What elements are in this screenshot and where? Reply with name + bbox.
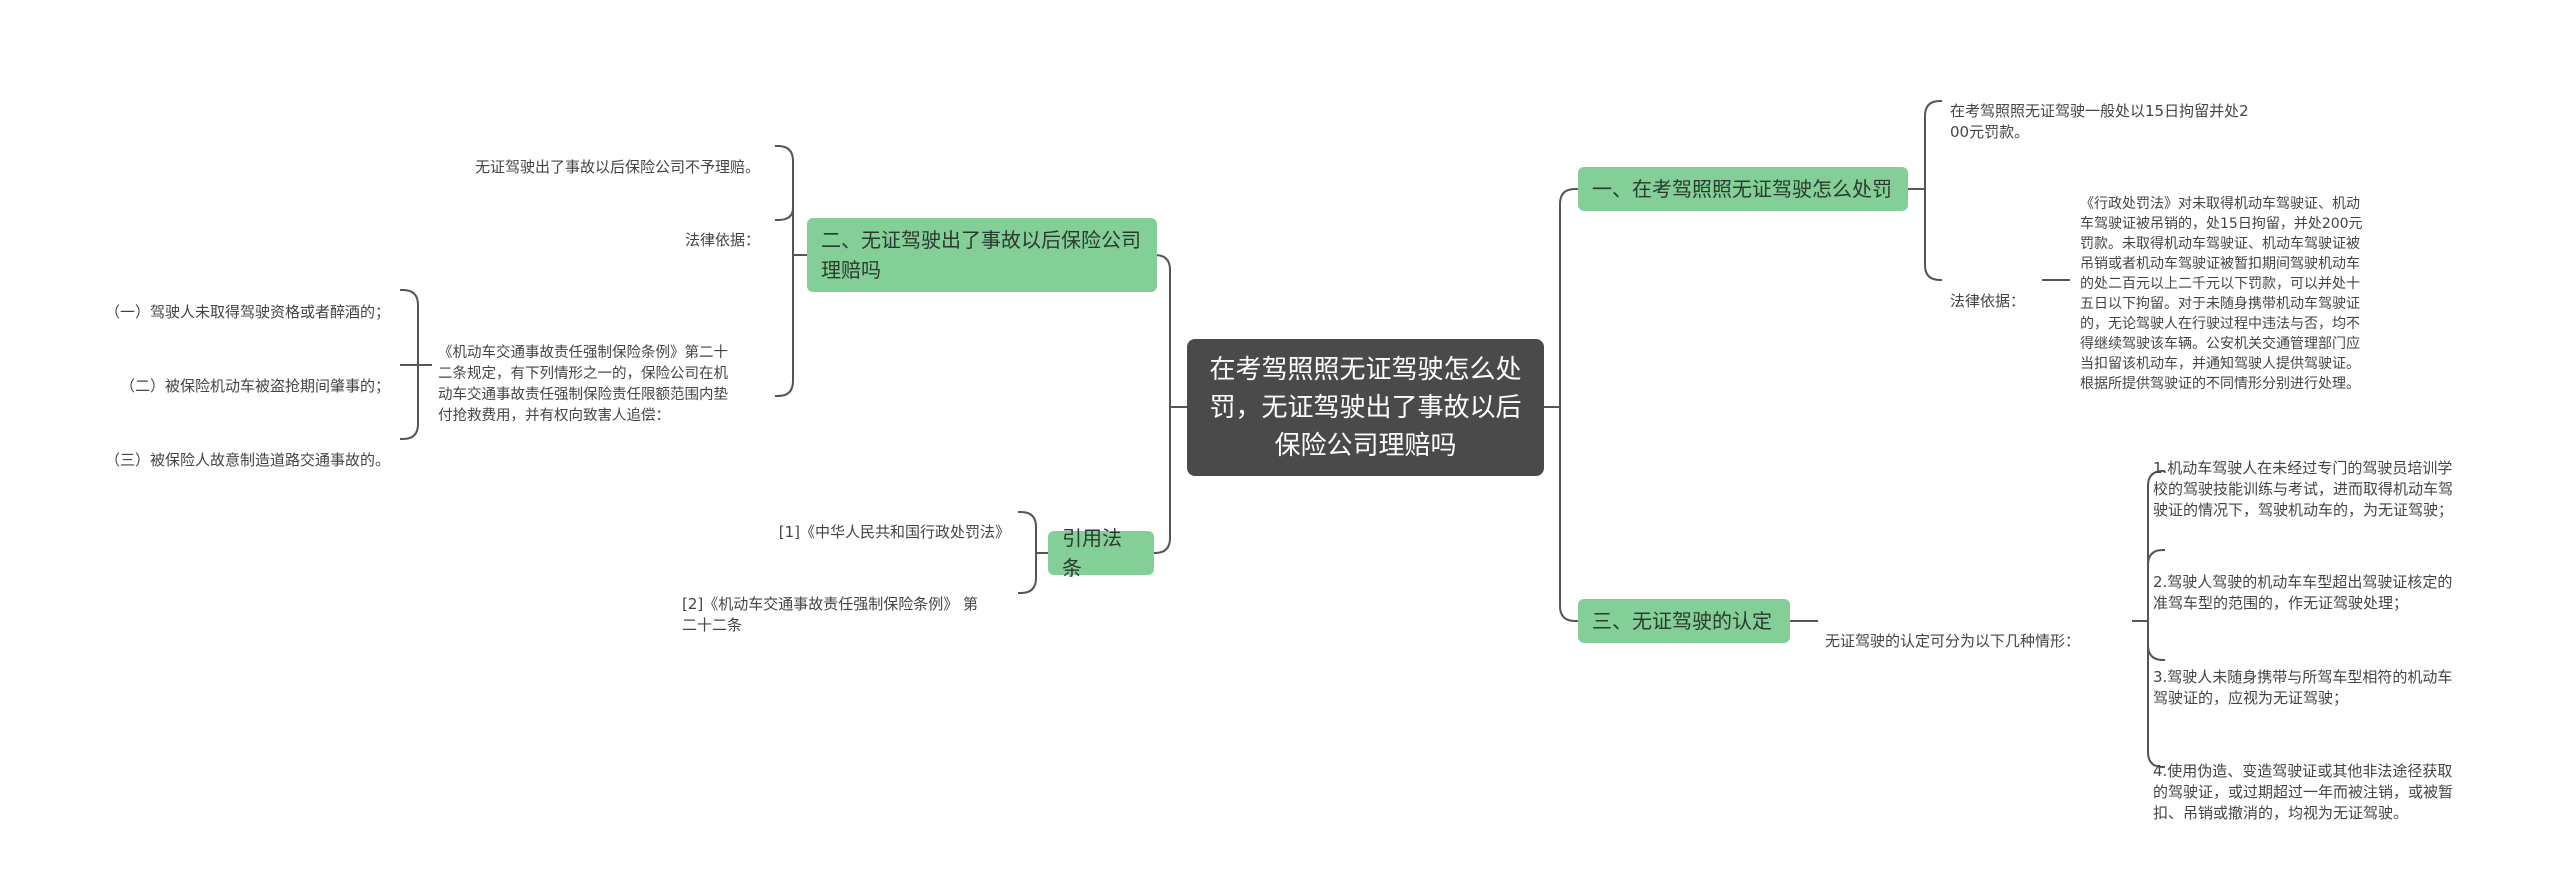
- citation-1-text: [1]《中华人民共和国行政处罚法》: [778, 523, 1010, 541]
- insurance-case-2: （二）被保险机动车被盗抢期间肇事的；: [50, 355, 390, 397]
- citation-1: [1]《中华人民共和国行政处罚法》: [690, 501, 1010, 543]
- insurance-law-text-content: 《机动车交通事故责任强制保险条例》第二十 二条规定，有下列情形之一的，保险公司在…: [438, 345, 728, 424]
- legal-basis-label-1: 法律依据：: [1950, 270, 2040, 312]
- branch-citations: 引用法条: [1048, 526, 1154, 580]
- definition-intro-text: 无证驾驶的认定可分为以下几种情形：: [1825, 632, 2081, 650]
- legal-basis-label-2: 法律依据：: [640, 209, 760, 251]
- branch-definition-label: 三、无证驾驶的认定: [1592, 609, 1772, 633]
- insurance-case-2-text: （二）被保险机动车被盗抢期间肇事的；: [119, 377, 390, 395]
- insurance-summary-text: 无证驾驶出了事故以后保险公司不予理赔。: [474, 158, 760, 176]
- definition-item-4-text: 4.使用伪造、变造驾驶证或其他非法途径获取 的驾驶证，或过期超过一年而被注销，或…: [2153, 762, 2454, 822]
- penalty-law-text: 《行政处罚法》对未取得机动车驾驶证、机动 车驾驶证被吊销的，处15日拘留，并处2…: [2080, 174, 2430, 394]
- insurance-case-1: （一）驾驶人未取得驾驶资格或者醉酒的；: [50, 281, 390, 323]
- insurance-case-3: （三）被保险人故意制造道路交通事故的。: [50, 429, 390, 471]
- definition-item-3: 3.驾驶人未随身携带与所驾车型相符的机动车 驾驶证的，应视为无证驾驶；: [2153, 646, 2493, 709]
- branch-insurance: 二、无证驾驶出了事故以后保险公司理赔吗: [807, 218, 1157, 292]
- legal-basis-label-1-text: 法律依据：: [1950, 292, 2026, 310]
- penalty-summary: 在考驾照照无证驾驶一般处以15日拘留并处2 00元罚款。: [1950, 80, 2280, 143]
- branch-definition: 三、无证驾驶的认定: [1578, 599, 1790, 643]
- insurance-law-text: 《机动车交通事故责任强制保险条例》第二十 二条规定，有下列情形之一的，保险公司在…: [438, 322, 778, 427]
- branch-penalty-label: 一、在考驾照照无证驾驶怎么处罚: [1592, 177, 1892, 201]
- legal-basis-label-2-text: 法律依据：: [684, 231, 760, 249]
- branch-citations-label: 引用法条: [1062, 526, 1122, 580]
- penalty-law-text-content: 《行政处罚法》对未取得机动车驾驶证、机动 车驾驶证被吊销的，处15日拘留，并处2…: [2080, 196, 2363, 392]
- citation-2: [2]《机动车交通事故责任强制保险条例》 第 二十二条: [682, 573, 1012, 636]
- definition-item-2-text: 2.驾驶人驾驶的机动车车型超出驾驶证核定的 准驾车型的范围的，作无证驾驶处理；: [2153, 573, 2453, 612]
- branch-penalty: 一、在考驾照照无证驾驶怎么处罚: [1578, 167, 1908, 211]
- definition-item-2: 2.驾驶人驾驶的机动车车型超出驾驶证核定的 准驾车型的范围的，作无证驾驶处理；: [2153, 551, 2493, 614]
- branch-insurance-label: 二、无证驾驶出了事故以后保险公司理赔吗: [821, 228, 1141, 282]
- penalty-summary-text: 在考驾照照无证驾驶一般处以15日拘留并处2 00元罚款。: [1950, 102, 2249, 141]
- definition-item-4: 4.使用伪造、变造驾驶证或其他非法途径获取 的驾驶证，或过期超过一年而被注销，或…: [2153, 740, 2493, 824]
- insurance-case-3-text: （三）被保险人故意制造道路交通事故的。: [104, 451, 390, 469]
- definition-item-1-text: 1.机动车驾驶人在未经过专门的驾驶员培训学 校的驾驶技能训练与考试，进而取得机动…: [2153, 459, 2454, 519]
- citation-2-text: [2]《机动车交通事故责任强制保险条例》 第 二十二条: [682, 595, 979, 634]
- definition-item-3-text: 3.驾驶人未随身携带与所驾车型相符的机动车 驾驶证的，应视为无证驾驶；: [2153, 668, 2453, 707]
- definition-item-1: 1.机动车驾驶人在未经过专门的驾驶员培训学 校的驾驶技能训练与考试，进而取得机动…: [2153, 437, 2493, 521]
- insurance-case-1-text: （一）驾驶人未取得驾驶资格或者醉酒的；: [104, 303, 390, 321]
- definition-intro: 无证驾驶的认定可分为以下几种情形：: [1825, 610, 2135, 652]
- root-title: 在考驾照照无证驾驶怎么处罚，无证驾驶出了事故以后保险公司理赔吗: [1209, 354, 1522, 461]
- root-node: 在考驾照照无证驾驶怎么处罚，无证驾驶出了事故以后保险公司理赔吗: [1187, 339, 1544, 476]
- insurance-summary: 无证驾驶出了事故以后保险公司不予理赔。: [400, 136, 760, 178]
